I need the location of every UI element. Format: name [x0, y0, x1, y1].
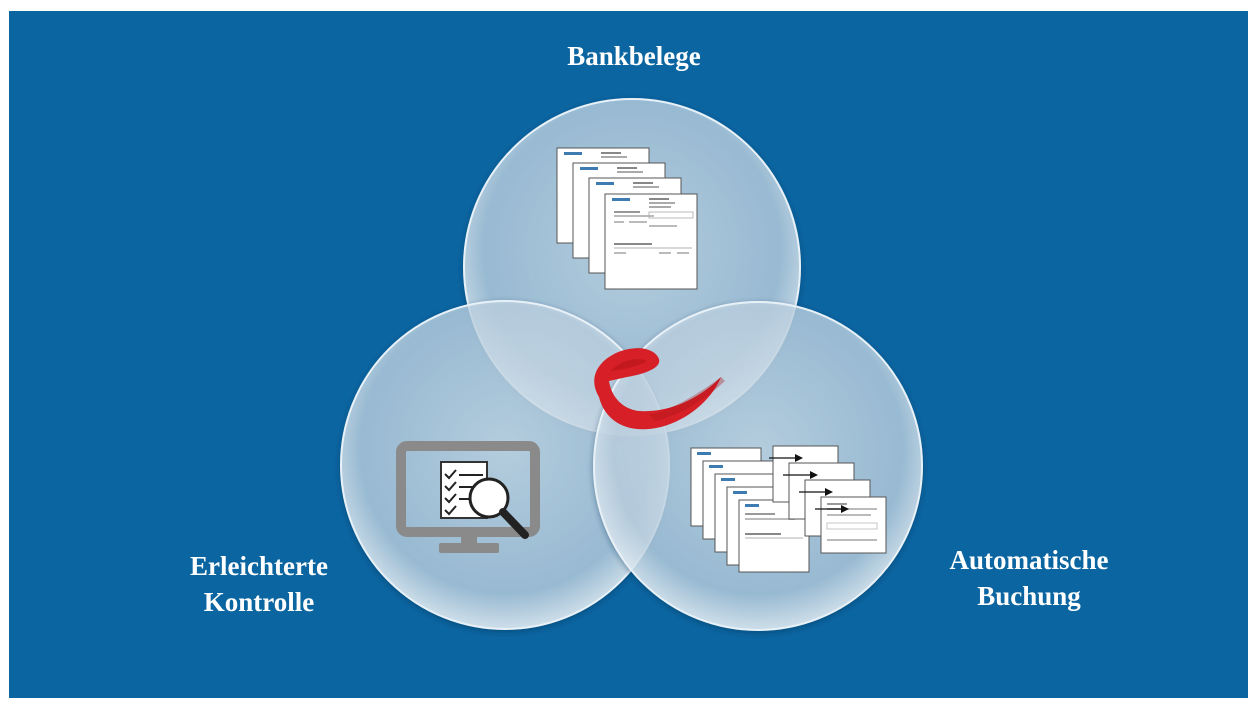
venn-diagram — [340, 98, 923, 631]
label-left-line2: Kontrolle — [203, 587, 315, 617]
label-left-line1: Erleichterte — [190, 551, 328, 581]
red-e-logo-icon — [594, 348, 725, 430]
monitor-checklist-magnifier-icon — [396, 441, 540, 553]
venn-diagram-slide: Bankbelege Erleichterte Kontrolle Automa… — [9, 11, 1248, 698]
label-erleichterte-kontrolle: Erleichterte Kontrolle — [139, 548, 379, 620]
document-stack-icon — [556, 147, 698, 290]
document-stack-with-arrows-icon — [690, 445, 887, 573]
label-bankbelege-text: Bankbelege — [567, 41, 701, 71]
label-bankbelege: Bankbelege — [509, 38, 759, 74]
label-right-line2: Buchung — [977, 581, 1081, 611]
label-right-line1: Automatische — [949, 545, 1109, 575]
label-automatische-buchung: Automatische Buchung — [909, 542, 1149, 614]
